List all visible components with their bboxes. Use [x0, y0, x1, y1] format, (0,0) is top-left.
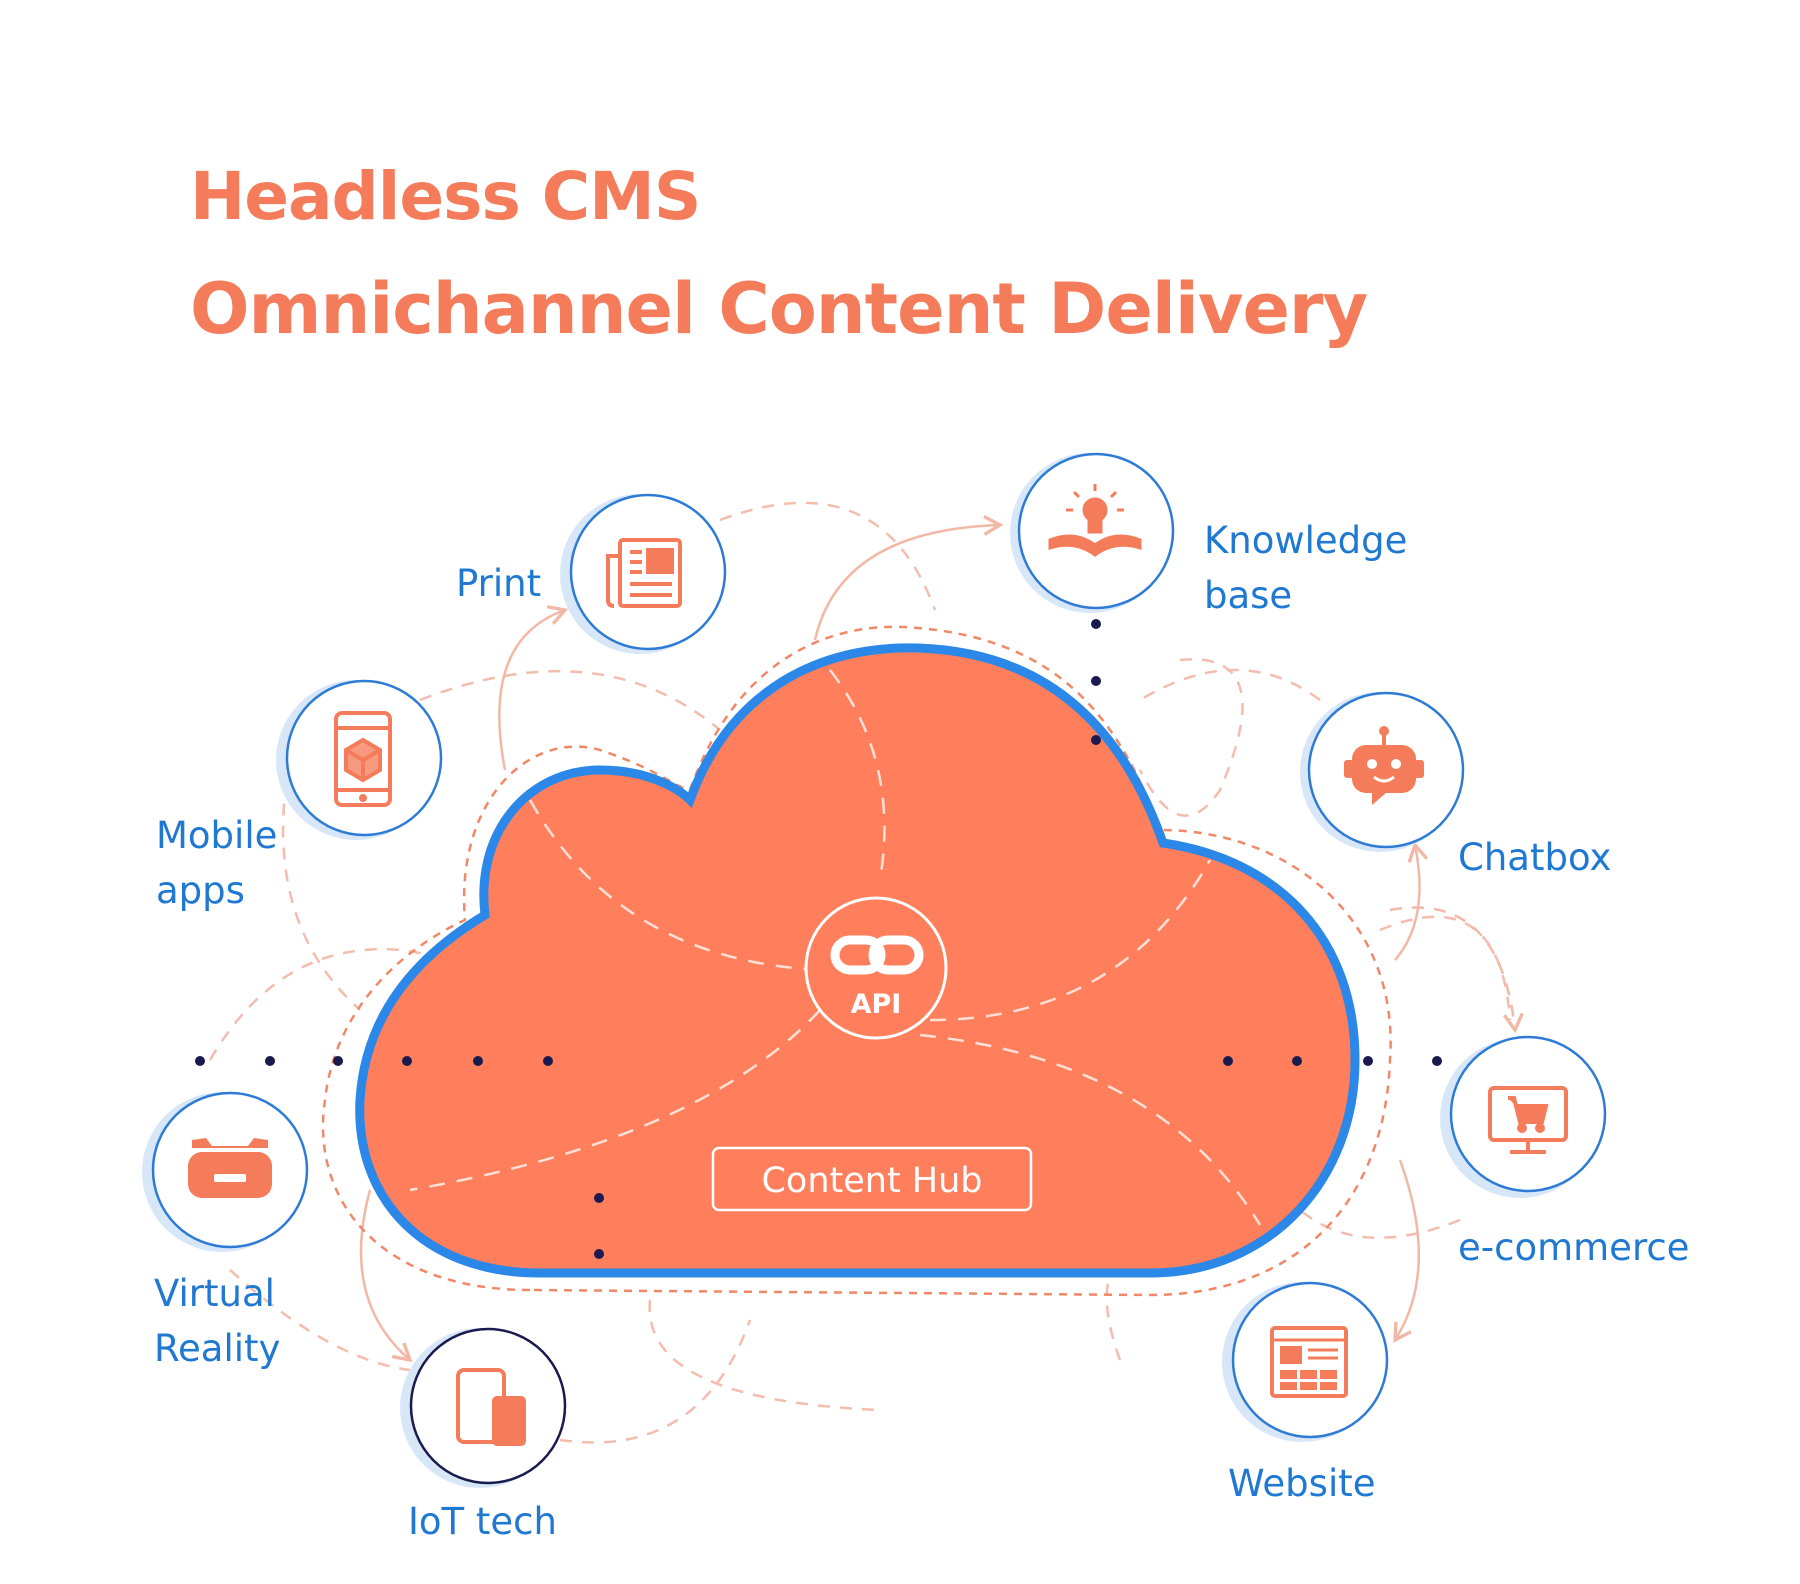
channel-virtual-reality[interactable] [142, 1091, 309, 1252]
channel-mobile-apps[interactable] [276, 679, 443, 840]
page-title-line-1: Headless CMS [190, 158, 701, 235]
label-chatbox: Chatbox [1458, 830, 1611, 885]
label-iot-tech: IoT tech [408, 1494, 557, 1549]
label-knowledge-base: Knowledge base [1204, 513, 1407, 623]
label-print-line-1: Print [456, 562, 542, 605]
label-website-line-1: Website [1228, 1462, 1376, 1505]
label-knowledge-base-line-2: base [1204, 574, 1293, 617]
label-chatbox-line-1: Chatbox [1458, 836, 1612, 879]
label-iot-tech-line-1: IoT tech [408, 1500, 557, 1543]
lightbulb-book-icon [1048, 484, 1142, 557]
label-mobile-apps: Mobile apps [156, 808, 277, 918]
label-ecommerce-line-1: e-commerce [1458, 1226, 1690, 1269]
connector-arrows [359, 515, 1524, 1363]
channel-ecommerce[interactable] [1440, 1035, 1607, 1198]
channel-print[interactable] [560, 493, 727, 654]
cloud-inner-lines [409, 669, 1262, 1226]
label-ecommerce: e-commerce [1458, 1220, 1689, 1275]
label-virtual-reality-line-1: Virtual [154, 1272, 275, 1315]
newspaper-icon [606, 538, 682, 608]
channel-chatbox[interactable] [1300, 691, 1465, 852]
vr-headset-icon [188, 1138, 272, 1198]
label-mobile-apps-line-1: Mobile [156, 814, 278, 857]
label-mobile-apps-line-2: apps [156, 869, 245, 912]
page-title-line-2: Omnichannel Content Delivery [190, 268, 1368, 350]
label-website: Website [1228, 1456, 1376, 1511]
api-node: API [804, 896, 948, 1040]
label-virtual-reality-line-2: Reality [154, 1327, 281, 1370]
channel-iot-tech[interactable] [400, 1327, 567, 1488]
connector-lines [208, 501, 1512, 1444]
channel-website[interactable] [1222, 1281, 1389, 1442]
webpage-layout-icon [1270, 1326, 1348, 1398]
smartphone-cube-icon [334, 711, 392, 807]
label-knowledge-base-line-1: Knowledge [1204, 519, 1408, 562]
cloud-halo [321, 625, 1392, 1297]
devices-icon [456, 1368, 526, 1446]
api-label: API [851, 989, 902, 1020]
monitor-cart-icon [1488, 1086, 1568, 1154]
content-hub-box: Content Hub [711, 1146, 1033, 1212]
label-virtual-reality: Virtual Reality [154, 1266, 280, 1376]
content-hub-label: Content Hub [761, 1161, 982, 1201]
link-icon [830, 935, 924, 975]
label-print: Print [456, 556, 541, 611]
channel-knowledge-base[interactable] [1010, 452, 1175, 613]
robot-chat-icon [1344, 726, 1424, 805]
connection-dots [195, 619, 1442, 1259]
